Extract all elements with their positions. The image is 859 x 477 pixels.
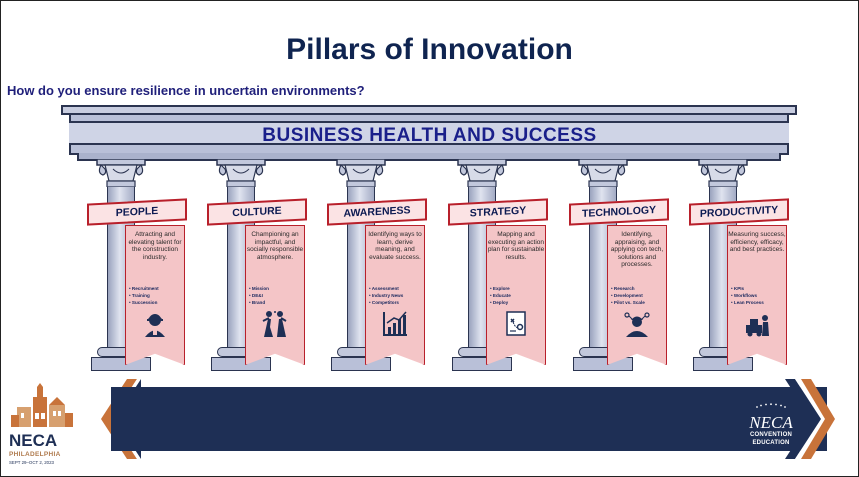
pillar-item: Succession (129, 299, 187, 306)
convention-education-logo: NECA CONVENTION EDUCATION (737, 396, 805, 446)
pillar-items: KPIsWorkflowsLean Process (731, 285, 789, 306)
pillar-description: Identifying, appraising, and applying co… (610, 231, 664, 269)
neca-logo-text: NECA (9, 431, 58, 450)
pillar-awareness: AWARENESS Identifying ways to learn, deri… (321, 159, 433, 381)
pillar-item: Brand (249, 299, 307, 306)
logo-dates: SEPT 29–OCT 2, 2023 (9, 460, 54, 465)
team-celebration-icon (262, 311, 287, 337)
pillar-strategy: STRATEGY Mapping and executing an action … (442, 159, 554, 381)
beam-architrave (77, 153, 781, 161)
pillar-item: DE&I (249, 292, 307, 299)
pillar-item: Competitors (369, 299, 427, 306)
pillar-items: AssessmentIndustry NewsCompetitors (369, 285, 427, 306)
pillar-people: PEOPLE Attracting and elevating talent fo… (81, 159, 193, 381)
pillar-item: KPIs (731, 285, 789, 292)
pillar-capital (216, 159, 266, 187)
pillar-base-plinth (211, 357, 271, 371)
pillar-item: Development (611, 292, 669, 299)
footer-band (111, 387, 827, 451)
pillar-banner-title: AWARENESS (327, 198, 427, 226)
pillar-capital (578, 159, 628, 187)
pillar-banner-title: STRATEGY (448, 198, 548, 226)
pillar-description: Championing an impactful, and socially r… (246, 231, 304, 261)
pillar-description: Identifying ways to learn, derive meanin… (368, 231, 422, 261)
pillar-item: Mission (249, 285, 307, 292)
pillar-banner-title: PEOPLE (87, 198, 187, 226)
growth-chart-icon (383, 311, 407, 336)
pillar-items: RecruitmentTrainingSuccession (129, 285, 187, 306)
slide-subtitle: How do you ensure resilience in uncertai… (7, 83, 365, 98)
pillar-item: Training (129, 292, 187, 299)
pillar-item: Industry News (369, 292, 427, 299)
pillar-items: ExploreEducateDeploy (490, 285, 548, 306)
pillar-capital (457, 159, 507, 187)
pillar-description: Mapping and executing an action plan for… (487, 231, 545, 261)
pillar-technology: TECHNOLOGY Identifying, appraising, and a… (563, 159, 675, 381)
pillar-capital (336, 159, 386, 187)
machinery-worker-icon (746, 315, 769, 337)
convention-logo-line1: CONVENTION (749, 432, 792, 438)
pillar-description: Measuring success, efficiency, efficacy,… (728, 231, 786, 254)
beam-band (69, 121, 789, 145)
pillar-banner-title: CULTURE (207, 198, 307, 226)
strategy-plan-icon (506, 311, 526, 336)
pillar-items: MissionDE&IBrand (249, 285, 307, 306)
pillar-item: Research (611, 285, 669, 292)
chevron-right-icon (785, 379, 835, 459)
worker-hardhat-icon (145, 314, 165, 337)
pillar-culture: CULTURE Championing an impactful, and soc… (201, 159, 313, 381)
slide-title: Pillars of Innovation (286, 33, 573, 66)
pillar-capital (698, 159, 748, 187)
pillar-base-plinth (91, 357, 151, 371)
pillar-banner-title: PRODUCTIVITY (689, 198, 789, 226)
pillar-base-plinth (452, 357, 512, 371)
pillar-item: Explore (490, 285, 548, 292)
pillar-items: ResearchDevelopmentPilot vs. Scale (611, 285, 669, 306)
stars-icon (756, 403, 786, 408)
pillar-item: Recruitment (129, 285, 187, 292)
logo-city: PHILADELPHIA (9, 451, 61, 458)
pillar-item: Lean Process (731, 299, 789, 306)
pillar-base-plinth (573, 357, 633, 371)
beam-title: BUSINESS HEALTH AND SUCCESS (262, 125, 597, 146)
pillar-capital (96, 159, 146, 187)
engineer-tech-icon (624, 312, 650, 337)
pillar-productivity: PRODUCTIVITY Measuring success, efficienc… (683, 159, 795, 381)
convention-logo-name: NECA (749, 413, 793, 432)
pillar-description: Attracting and elevating talent for the … (128, 231, 182, 261)
pillar-banner-title: TECHNOLOGY (569, 198, 669, 226)
pillar-item: Workflows (731, 292, 789, 299)
pillar-item: Pilot vs. Scale (611, 299, 669, 306)
pillar-base-plinth (331, 357, 391, 371)
city-skyline-logo-icon (11, 383, 73, 427)
convention-logo-line2: EDUCATION (752, 439, 790, 446)
pillar-item: Educate (490, 292, 548, 299)
pillar-base-plinth (693, 357, 753, 371)
pillar-item: Assessment (369, 285, 427, 292)
pillar-item: Deploy (490, 299, 548, 306)
